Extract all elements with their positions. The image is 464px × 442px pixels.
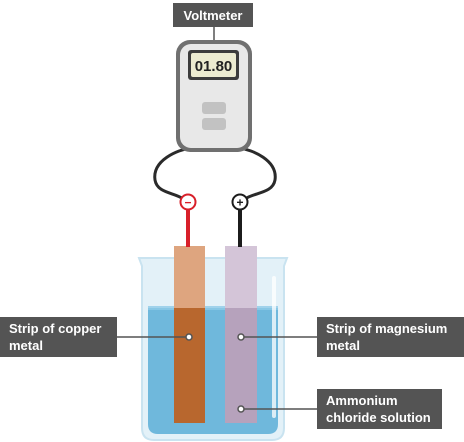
copper-label-line2: metal xyxy=(9,338,43,353)
magnesium-label-line2: metal xyxy=(326,338,360,353)
wires xyxy=(153,146,277,227)
solution-label-line1: Ammonium xyxy=(326,393,398,408)
negative-sign: − xyxy=(184,196,191,210)
magnesium-strip xyxy=(225,246,257,423)
solution-label: Ammonium chloride solution xyxy=(237,389,442,429)
magnesium-label: Strip of magnesium metal xyxy=(237,317,464,357)
copper-label-line1: Strip of copper xyxy=(9,321,101,336)
positive-wire xyxy=(238,146,277,227)
voltmeter-label-text: Voltmeter xyxy=(184,8,243,23)
positive-terminal: + xyxy=(231,193,249,211)
voltmeter-button-bottom xyxy=(202,118,226,130)
copper-label: Strip of copper metal xyxy=(0,317,193,357)
beaker xyxy=(137,257,289,441)
magnesium-label-line1: Strip of magnesium xyxy=(326,321,447,336)
positive-sign: + xyxy=(236,196,243,210)
voltmeter-reading: 01.80 xyxy=(195,58,233,75)
negative-lead xyxy=(186,209,190,247)
voltmeter-button-top xyxy=(202,102,226,114)
negative-wire xyxy=(153,146,192,227)
positive-lead xyxy=(238,209,242,247)
voltmeter: 01.80 xyxy=(176,40,252,152)
voltmeter-label: Voltmeter xyxy=(173,3,253,51)
copper-strip xyxy=(174,246,205,423)
beaker-highlight xyxy=(272,276,276,418)
solution xyxy=(148,308,278,434)
negative-terminal: − xyxy=(179,193,197,211)
solution-label-line2: chloride solution xyxy=(326,410,431,425)
